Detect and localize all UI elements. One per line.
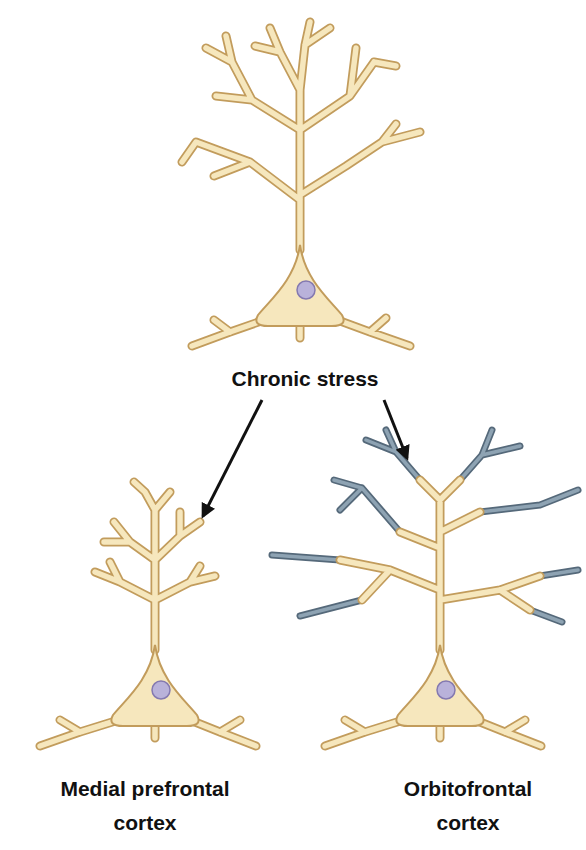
retracted-neuron [40, 482, 256, 746]
stress-arrow [203, 400, 262, 516]
region-label: Medial prefrontal cortex [38, 772, 253, 840]
region-label: Orbitofrontal cortex [381, 772, 556, 840]
stress-label: Chronic stress [195, 362, 415, 396]
normal-neuron [182, 22, 420, 346]
stress-arrow [384, 400, 407, 458]
extended-neuron [272, 430, 578, 746]
